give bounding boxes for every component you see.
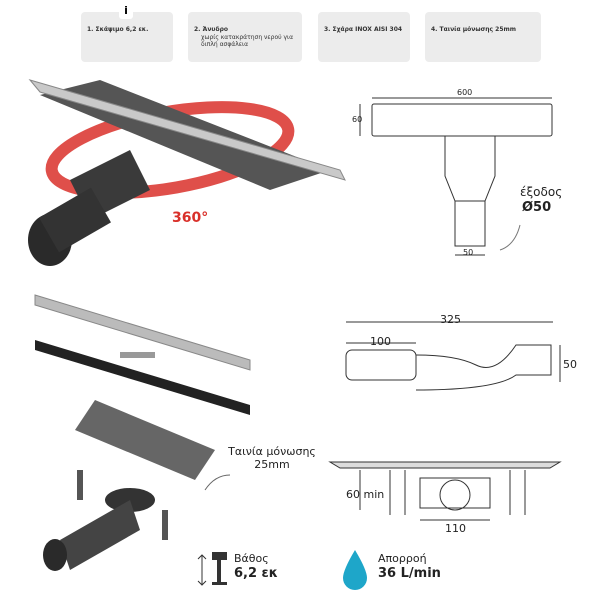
feature-card-4: 4. Ταινία μόνωσης 25mm bbox=[425, 12, 541, 62]
feature-title: 2. Άνυδρο bbox=[194, 26, 229, 33]
rotation-label: 360° bbox=[172, 210, 209, 226]
height-50: 50 bbox=[563, 358, 577, 371]
flow-value: 36 L/min bbox=[378, 566, 441, 581]
flow-label: Απορροή bbox=[378, 552, 427, 565]
side-dimension-drawing bbox=[345, 321, 561, 391]
info-icon[interactable]: i bbox=[119, 3, 133, 19]
section-drawing bbox=[328, 461, 562, 521]
width-110: 110 bbox=[445, 522, 466, 535]
tape-label: Ταινία μόνωσης 25mm bbox=[228, 445, 316, 472]
inlet-100: 100 bbox=[370, 335, 391, 348]
feature-card-1: 1. Σκάψιμο 6,2 εκ. bbox=[81, 12, 173, 62]
feature-card-3: 3. Σχάρα INOX AISI 304 bbox=[318, 12, 410, 62]
depth-icon bbox=[197, 552, 227, 586]
width-600: 600 bbox=[457, 88, 473, 97]
drain-product-image bbox=[28, 79, 346, 266]
length-325: 325 bbox=[440, 313, 461, 326]
feature-title: 1. Σκάψιμο 6,2 εκ. bbox=[87, 26, 149, 33]
height-60: 60 bbox=[352, 115, 363, 124]
pipe-50: 50 bbox=[463, 248, 474, 257]
feature-title: 4. Ταινία μόνωσης 25mm bbox=[431, 26, 517, 33]
feature-title: 3. Σχάρα INOX AISI 304 bbox=[324, 26, 403, 33]
outlet-value: Ø50 bbox=[522, 200, 552, 215]
exploded-view-image bbox=[34, 294, 251, 571]
depth-label: Βάθος bbox=[234, 552, 269, 565]
depth-60-min: 60 min bbox=[346, 488, 385, 501]
water-drop-icon bbox=[343, 550, 367, 590]
feature-sub: χωρίς κατακράτηση νερού για διπλή ασφάλε… bbox=[201, 33, 294, 49]
top-dimension-drawing bbox=[359, 97, 553, 256]
outlet-label: έξοδος bbox=[520, 185, 563, 199]
depth-value: 6,2 εκ bbox=[234, 566, 279, 581]
